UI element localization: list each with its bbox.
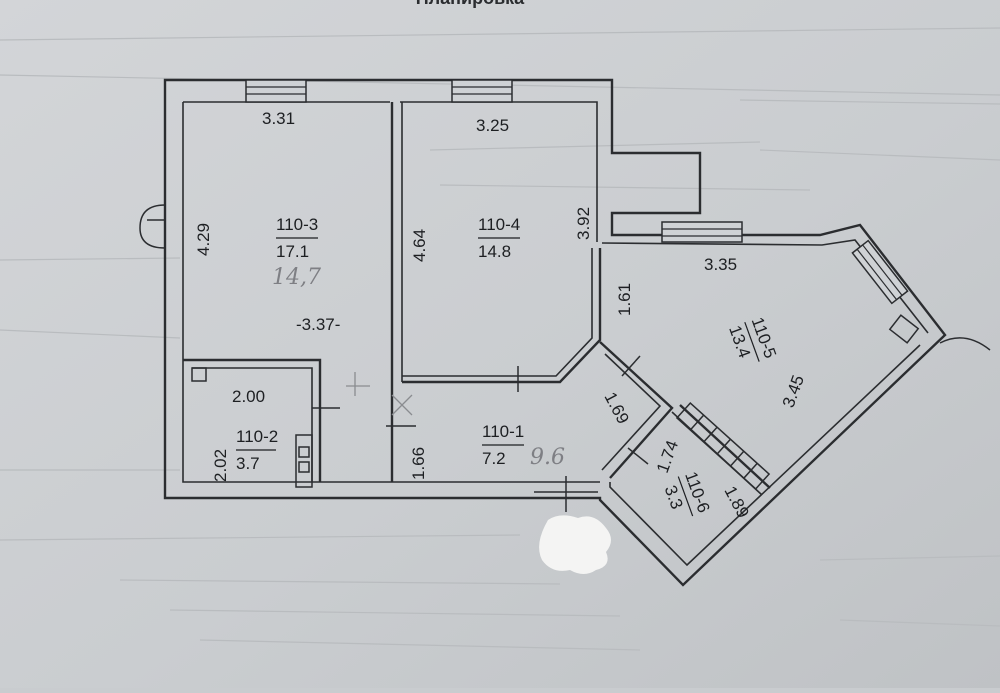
faded-background-text <box>0 27 1000 651</box>
bathroom-wall <box>183 358 322 482</box>
room-110-4: 110-4 14.8 <box>478 215 520 261</box>
room-area: 3.7 <box>236 454 260 473</box>
handwritten-area: 14,7 <box>272 265 321 290</box>
dimension-label: 4.29 <box>194 223 213 256</box>
corridor-wall <box>599 341 674 479</box>
balcony-door-right <box>939 337 991 351</box>
dimension-ticks <box>312 355 649 465</box>
redaction-blot <box>539 515 611 574</box>
room-area: 7.2 <box>482 449 506 468</box>
room-110-1: 110-1 7.2 9.6 <box>482 422 565 470</box>
room5-column <box>888 314 920 344</box>
corridor-wall-inner <box>601 353 662 471</box>
dimension-label: 1.61 <box>615 283 634 316</box>
dimension-label: 1.66 <box>409 447 428 480</box>
window-room5-side <box>851 239 909 305</box>
room-id: 110-2 <box>236 427 278 446</box>
window-room4 <box>451 79 513 103</box>
windows <box>245 79 920 344</box>
dimension-label: 4.64 <box>410 229 429 262</box>
pencil-marks <box>346 372 413 416</box>
dimension-label: 3.35 <box>704 255 737 274</box>
room-area: 17.1 <box>276 242 309 261</box>
dimension-label: 3.92 <box>574 207 593 240</box>
outer-wall <box>163 78 947 587</box>
fraction-line <box>677 476 694 517</box>
balcony-cabinets <box>675 402 771 490</box>
room4-bottom-wall <box>402 248 602 384</box>
sink-fixture <box>298 446 310 458</box>
room-id: 110-1 <box>482 422 524 441</box>
window-room5-top <box>661 221 743 243</box>
dimension-label: 3.31 <box>262 109 295 128</box>
room-id: 110-3 <box>276 215 318 234</box>
ventilation-shaft <box>191 367 207 382</box>
window-room3 <box>245 79 307 103</box>
room-id: 110-4 <box>478 215 520 234</box>
dimension-label: 3.25 <box>476 116 509 135</box>
entrance-door-left <box>139 204 166 249</box>
bathroom-fixtures <box>295 434 313 488</box>
dimension-label: 2.00 <box>232 387 265 406</box>
room-area: 14.8 <box>478 242 511 261</box>
toilet-fixture <box>298 461 310 473</box>
bathtub-fixture <box>295 434 313 488</box>
room4-bottom-wall-inner <box>402 248 593 377</box>
fraction-line <box>744 321 760 362</box>
handwritten-area: 9.6 <box>530 445 565 470</box>
doors <box>139 204 991 512</box>
room-110-3: 110-3 17.1 14,7 <box>272 215 321 290</box>
page-title-fragment: Планировка <box>416 0 525 8</box>
dimension-label: -3.37- <box>296 315 340 334</box>
dimension-label: 2.02 <box>211 449 230 482</box>
room-110-2: 110-2 3.7 <box>236 427 278 473</box>
room6-wall <box>679 404 771 489</box>
